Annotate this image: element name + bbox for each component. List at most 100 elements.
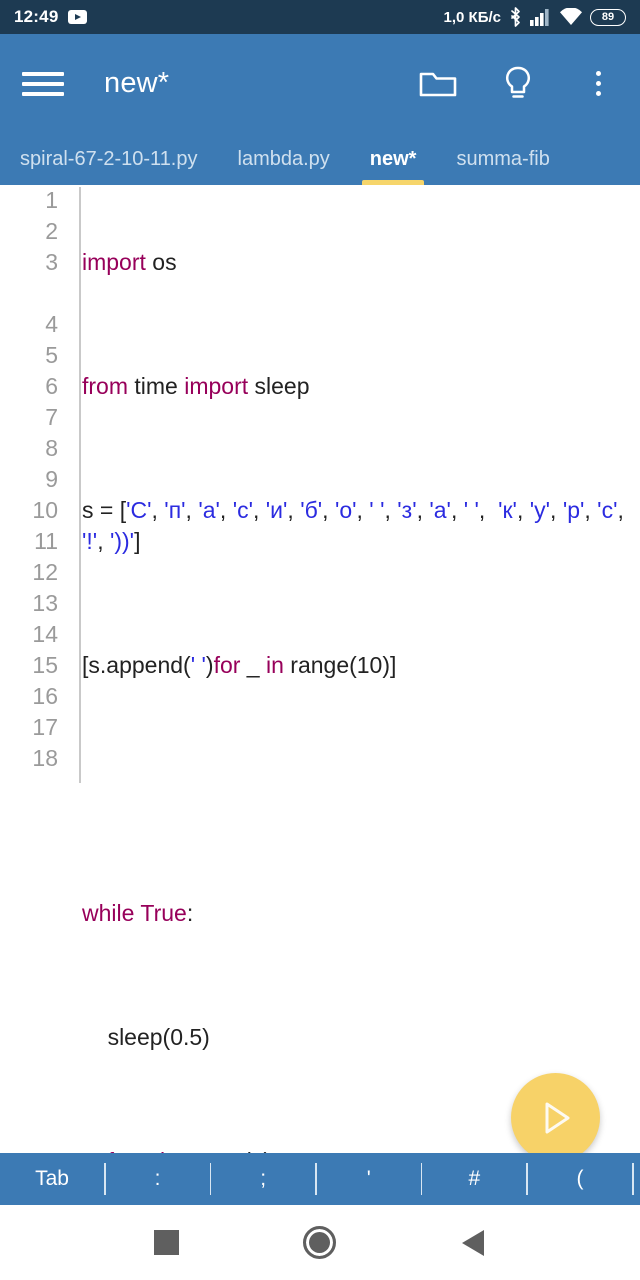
run-button[interactable] [511, 1073, 600, 1162]
code-line-4[interactable]: [s.append(' ')for _ in range(10)] [82, 652, 397, 678]
status-bar-right-group: 1,0 КБ/с 89 [444, 6, 626, 28]
line-number: 18 [32, 745, 58, 771]
triangle-left-icon [462, 1229, 485, 1256]
token-string: 'а' [429, 497, 451, 523]
wifi-icon [560, 7, 582, 25]
tab-summa-fib[interactable]: summa-fib [456, 147, 550, 170]
token-string: 'р' [562, 497, 585, 523]
line-number: 8 [45, 435, 58, 461]
kebab-menu-icon [595, 71, 601, 96]
line-number: 12 [32, 559, 58, 585]
line-number: 14 [32, 621, 58, 647]
code-line-2[interactable]: from time import sleep [82, 371, 640, 402]
code-line-5[interactable] [82, 774, 640, 805]
hamburger-menu-icon[interactable] [22, 69, 64, 99]
square-icon [154, 1230, 180, 1255]
token-keyword: for [108, 1148, 135, 1153]
tab-new[interactable]: new* [350, 133, 437, 185]
line-number-gutter: 1 2 3 4 5 6 7 8 9 10 11 12 13 14 15 16 1… [0, 185, 70, 1153]
token-keyword: from [82, 373, 128, 399]
token-text: s = [ [82, 497, 127, 523]
recents-button[interactable] [140, 1216, 194, 1270]
token-keyword: in [265, 652, 284, 678]
line-number: 13 [32, 590, 58, 616]
back-button[interactable] [446, 1216, 500, 1270]
open-folder-button[interactable] [418, 64, 458, 104]
youtube-icon [68, 10, 88, 24]
token-keyword: while True [82, 900, 187, 926]
token-keyword: import [184, 373, 249, 399]
home-button[interactable] [293, 1216, 347, 1270]
app-bar: new* [0, 34, 640, 133]
symbol-toolbar[interactable]: Tab : ; ' # ( [0, 1153, 640, 1205]
token-text: os [145, 249, 177, 275]
bluetooth-icon [511, 7, 520, 27]
lightbulb-icon [505, 66, 531, 98]
line-number: 10 [32, 497, 58, 523]
network-speed-label: 1,0 КБ/с [443, 8, 501, 26]
code-line-3[interactable]: s = ['С', 'п', 'а', 'с', 'и', 'б', 'о', … [82, 497, 631, 554]
token-string: 'с' [597, 497, 618, 523]
token-string: 'С' [126, 497, 152, 523]
line-number: 15 [32, 652, 58, 678]
code-line-8[interactable]: for _ in range(3): [82, 1146, 640, 1153]
token-string: 'и' [265, 497, 288, 523]
token-string: 'о' [334, 497, 357, 523]
token-string: 'у' [529, 497, 551, 523]
token-string: 'к' [498, 497, 517, 523]
toolbar-divider [104, 1163, 106, 1195]
line-number: 3 [45, 249, 58, 275]
tab-lambda[interactable]: lambda.py [237, 147, 330, 170]
code-line-1[interactable]: import os [82, 247, 640, 278]
code-line-7[interactable]: sleep(0.5) [82, 1024, 210, 1050]
tab-spiral[interactable]: spiral-67-2-10-11.py [20, 147, 198, 170]
line-number: 16 [32, 683, 58, 709]
code-line-6[interactable]: while True: [82, 900, 194, 926]
line-number: 1 [45, 187, 58, 213]
gutter-divider [79, 187, 81, 783]
token-string: 'б' [300, 497, 323, 523]
symbol-key-quote[interactable]: ' [366, 1167, 371, 1190]
overflow-menu-button[interactable] [578, 64, 618, 104]
token-keyword: for [213, 652, 241, 678]
token-keyword: import [82, 249, 146, 275]
line-number: 9 [45, 466, 58, 492]
token-text: sleep [248, 373, 310, 399]
token-text: time [128, 373, 185, 399]
code-area[interactable]: 1 2 3 4 5 6 7 8 9 10 11 12 13 14 15 16 1… [0, 185, 640, 1153]
play-icon [545, 1102, 569, 1133]
folder-icon [419, 72, 457, 96]
symbol-key-tab[interactable]: Tab [35, 1167, 69, 1190]
line-number: 6 [45, 373, 58, 399]
token-string: 'з' [397, 497, 417, 523]
line-number: 11 [34, 528, 58, 554]
toolbar-divider [420, 1163, 423, 1195]
line-number: 5 [45, 342, 58, 368]
app-bar-actions [418, 64, 618, 104]
line-number: 4 [45, 311, 58, 337]
symbol-key-hash[interactable]: # [468, 1167, 481, 1190]
code-editor[interactable]: 1 2 3 4 5 6 7 8 9 10 11 12 13 14 15 16 1… [0, 185, 640, 1153]
symbol-key-paren[interactable]: ( [576, 1167, 584, 1190]
line-number: 2 [45, 218, 58, 244]
status-bar-clock: 12:49 [14, 7, 59, 26]
token-string: '!' [82, 528, 98, 554]
symbol-key-semicolon[interactable]: ; [260, 1167, 267, 1190]
token-string: 'с' [232, 497, 253, 523]
token-string: ' ' [190, 652, 206, 678]
hint-button[interactable] [498, 64, 538, 104]
token-string: ' ' [369, 497, 385, 523]
code-lines[interactable]: import os from time import sleep s = ['С… [70, 185, 640, 1153]
toolbar-divider [526, 1163, 528, 1195]
line-number: 17 [32, 714, 58, 740]
toolbar-divider [315, 1163, 317, 1195]
symbol-key-colon[interactable]: : [154, 1167, 161, 1190]
token-string: '))' [109, 528, 135, 554]
toolbar-divider [631, 1163, 634, 1195]
system-navigation-bar [0, 1205, 640, 1280]
line-number: 7 [45, 404, 58, 430]
page-title: new* [104, 67, 170, 99]
tab-bar[interactable]: spiral-67-2-10-11.py lambda.py new* summ… [0, 133, 640, 185]
toolbar-divider [209, 1163, 212, 1195]
